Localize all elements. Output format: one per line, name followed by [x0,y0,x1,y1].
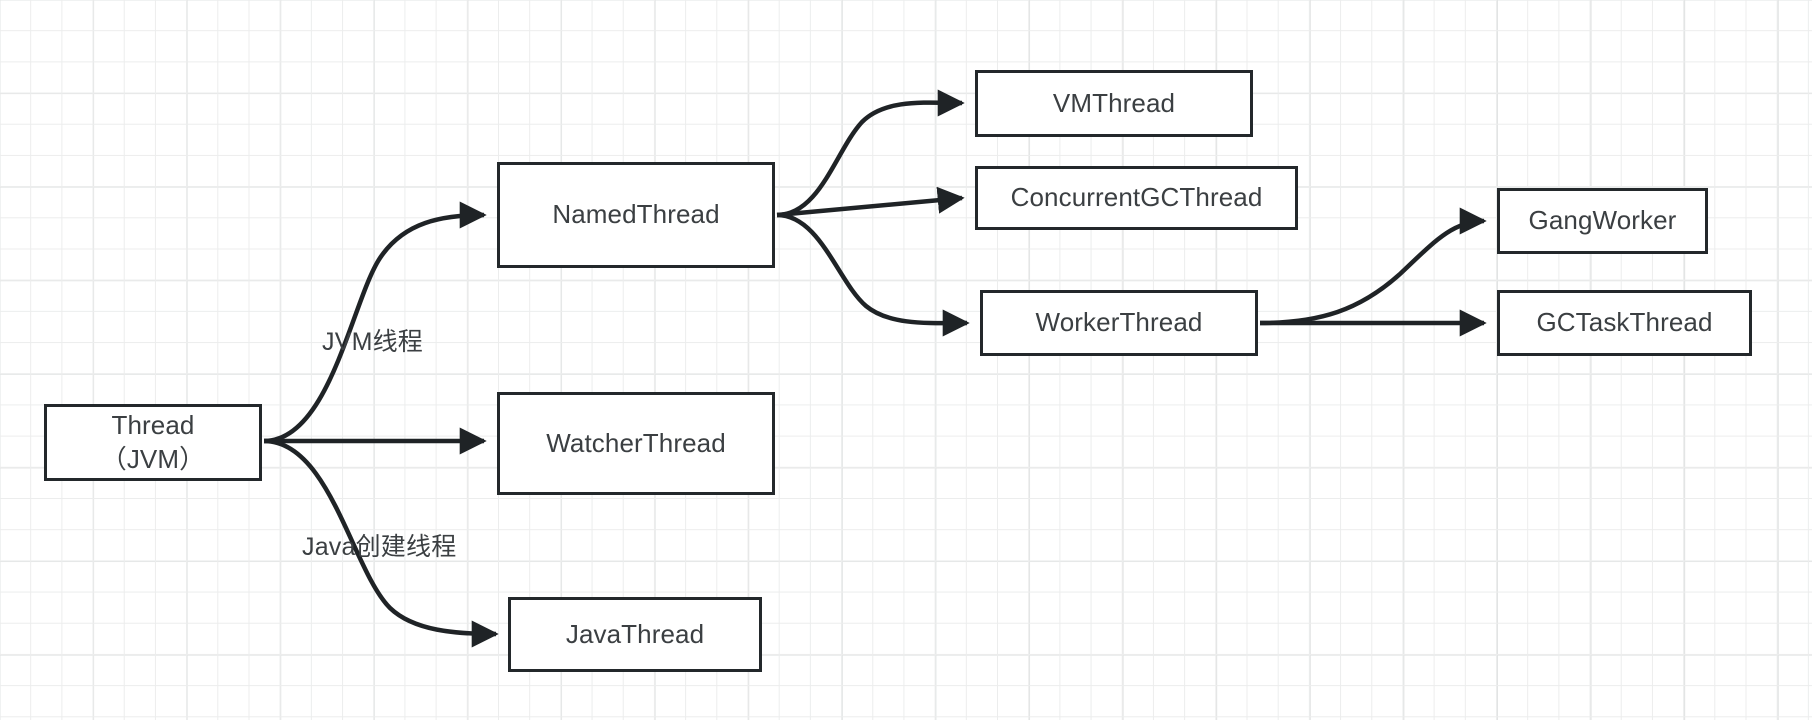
edge-namedthread-to-workerthread [776,212,970,337]
node-thread-jvm[interactable]: Thread （JVM） [44,404,262,481]
edge-label-java-create-thread: Java创建线程 [302,533,457,561]
edge-workerthread-to-gangworker [1259,207,1487,326]
node-watcher-thread[interactable]: WatcherThread [497,392,775,495]
node-gc-task-thread[interactable]: GCTaskThread [1497,290,1752,356]
node-worker-thread[interactable]: WorkerThread [980,290,1258,356]
node-vm-thread[interactable]: VMThread [975,70,1253,137]
edge-namedthread-to-vmthread [776,89,965,218]
node-named-thread[interactable]: NamedThread [497,162,775,268]
node-concurrent-gc-thread[interactable]: ConcurrentGCThread [975,166,1298,230]
node-java-thread[interactable]: JavaThread [508,597,762,672]
node-gang-worker[interactable]: GangWorker [1497,188,1708,254]
edge-label-jvm-thread: JVM线程 [322,328,424,356]
edge-namedthread-to-concurrentgcthread [776,186,965,218]
